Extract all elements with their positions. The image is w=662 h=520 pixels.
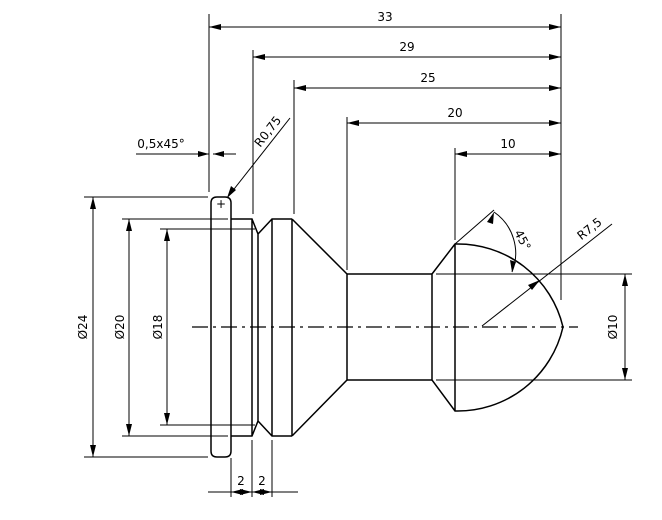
dim-dia-18-label: Ø18 bbox=[151, 315, 165, 340]
collar-outline bbox=[210, 196, 232, 458]
dim-29-label: 29 bbox=[399, 40, 414, 54]
extension-lines bbox=[84, 14, 632, 497]
dim-groove-1-label: 2 bbox=[237, 474, 245, 488]
dim-dia-10-label: Ø10 bbox=[606, 315, 620, 340]
neck-outline bbox=[347, 273, 432, 381]
svg-text:+: + bbox=[216, 197, 226, 211]
dim-dia-20: Ø20 bbox=[113, 219, 132, 436]
dim-dia-18: Ø18 bbox=[151, 229, 170, 425]
dim-groove: 2 2 bbox=[208, 474, 298, 495]
dim-sphere-radius-label: R7,5 bbox=[574, 215, 604, 243]
dim-angle: 45° bbox=[454, 209, 534, 273]
dim-groove-2-label: 2 bbox=[258, 474, 266, 488]
dim-10-label: 10 bbox=[500, 137, 515, 151]
dim-20: 20 bbox=[347, 106, 561, 126]
dim-dia-24-label: Ø24 bbox=[76, 315, 90, 340]
dim-33: 33 bbox=[209, 10, 561, 30]
dim-dia-24: Ø24 bbox=[76, 197, 96, 457]
dim-angle-label: 45° bbox=[511, 227, 533, 252]
dim-dia-20-label: Ø20 bbox=[113, 315, 127, 340]
dim-chamfer-label: 0,5x45° bbox=[137, 137, 184, 151]
dim-20-label: 20 bbox=[447, 106, 462, 120]
dim-10: 10 bbox=[455, 137, 561, 157]
dim-25: 25 bbox=[294, 71, 561, 91]
dim-dia-10: Ø10 bbox=[606, 274, 628, 380]
dim-chamfer: 0,5x45° bbox=[136, 137, 236, 157]
dim-25-label: 25 bbox=[420, 71, 435, 85]
dim-sphere-radius: R7,5 bbox=[481, 215, 613, 327]
dim-29: 29 bbox=[253, 40, 561, 60]
dim-33-label: 33 bbox=[377, 10, 392, 24]
